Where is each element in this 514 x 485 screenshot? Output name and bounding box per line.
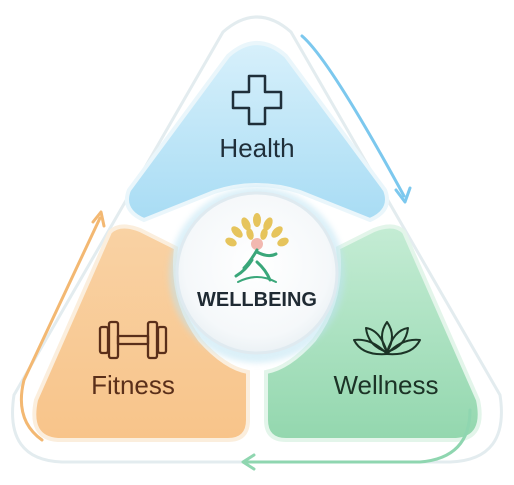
segment-label-fitness: Fitness: [91, 370, 175, 400]
arrow-health-to-wellness-head: [394, 186, 412, 204]
arrow-wellness-to-fitness-head: [241, 453, 256, 471]
dumbbell-icon: [98, 320, 168, 360]
segment-label-health: Health: [219, 133, 294, 163]
tree-person-icon: [225, 213, 289, 283]
segment-wellness: [264, 224, 482, 442]
lotus-icon: [353, 321, 421, 356]
arrow-health-to-wellness: [300, 34, 406, 198]
medical-cross-icon: [231, 74, 283, 126]
segment-label-wellness: Wellness: [333, 370, 438, 400]
segment-health: [124, 41, 390, 223]
outer-frame: [11, 15, 503, 464]
arrow-fitness-to-health-head: [91, 210, 106, 228]
center-label: WELLBEING: [197, 289, 317, 311]
segment-fitness: [32, 224, 250, 442]
arrow-fitness-to-health: [19, 216, 102, 442]
center-circle: [175, 191, 339, 355]
arrow-wellness-to-fitness: [244, 408, 472, 464]
